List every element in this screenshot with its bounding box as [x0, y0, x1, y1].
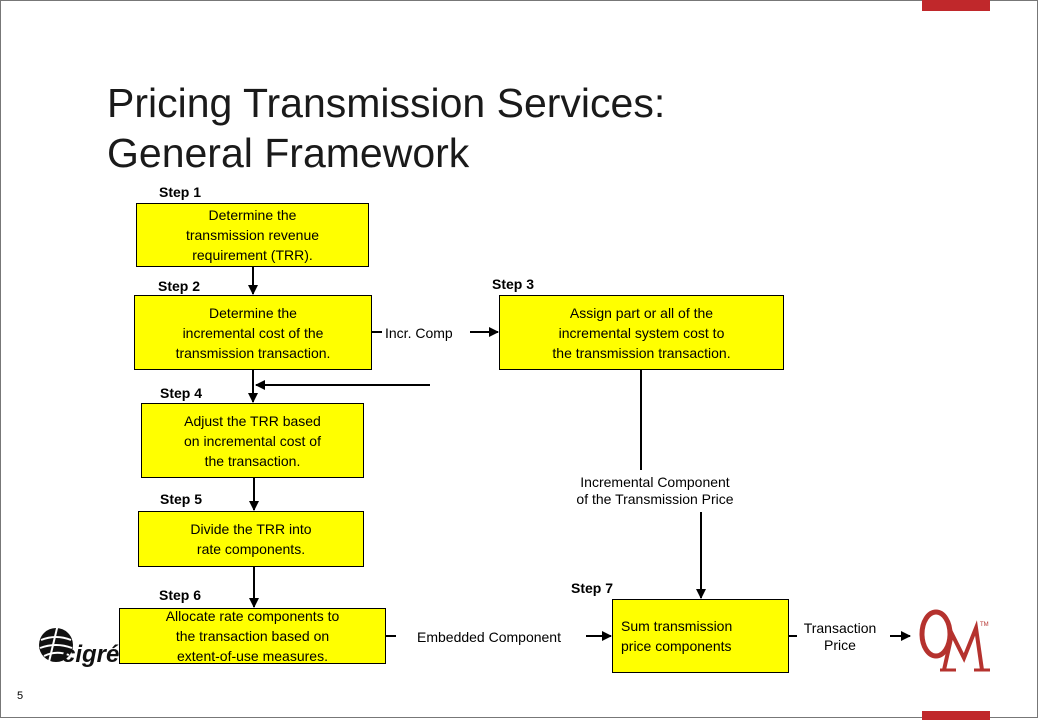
step-6-label: Step 6	[159, 587, 202, 603]
title-line-1: Pricing Transmission Services:	[107, 80, 666, 126]
om-monogram-icon	[919, 609, 990, 672]
step-7-label: Step 7	[571, 580, 614, 596]
step-6-box: Allocate rate components to the transact…	[119, 608, 386, 664]
step-7-box: Sum transmission price components	[612, 599, 789, 673]
incr-comp-label: Incr. Comp	[385, 325, 453, 341]
step-2-text: Determine the incremental cost of the tr…	[175, 304, 331, 361]
step-1-text: Determine the transmission revenue requi…	[185, 207, 320, 263]
step-3-box: Assign part or all of the incremental sy…	[499, 295, 784, 370]
step-5-text: Divide the TRR into rate components.	[190, 521, 312, 557]
step-2-label: Step 2	[158, 278, 201, 294]
accent-bar-top	[922, 0, 990, 11]
step-1-box: Determine the transmission revenue requi…	[136, 203, 369, 267]
step-1-label: Step 1	[159, 184, 202, 200]
step-3-text: Assign part or all of the incremental sy…	[552, 304, 731, 361]
step-6-text: Allocate rate components to the transact…	[165, 608, 340, 664]
om-logo: TM	[919, 609, 990, 672]
embedded-component-label: Embedded Component	[417, 629, 561, 645]
globe-icon	[39, 623, 73, 667]
step-4-label: Step 4	[160, 385, 203, 401]
incremental-component-label: Incremental Component of the Transmissio…	[576, 474, 734, 507]
title-line-2: General Framework	[107, 130, 470, 176]
accent-bar-bottom	[922, 711, 990, 720]
step-7-text: Sum transmission price components	[621, 618, 733, 654]
om-trademark: TM	[980, 622, 989, 628]
cigre-logo: cigré	[39, 623, 119, 668]
slide-title: Pricing Transmission Services: General F…	[107, 78, 665, 178]
step-5-label: Step 5	[160, 491, 203, 507]
step-3-label: Step 3	[492, 276, 535, 292]
step-4-text: Adjust the TRR based on incremental cost…	[184, 412, 321, 469]
step-5-box: Divide the TRR into rate components.	[138, 511, 364, 567]
cigre-wordmark: cigré	[62, 641, 119, 668]
page-number: 5	[17, 690, 24, 702]
transaction-price-label: Transaction Price	[803, 620, 877, 653]
step-4-box: Adjust the TRR based on incremental cost…	[141, 403, 364, 478]
step-2-box: Determine the incremental cost of the tr…	[134, 295, 372, 370]
